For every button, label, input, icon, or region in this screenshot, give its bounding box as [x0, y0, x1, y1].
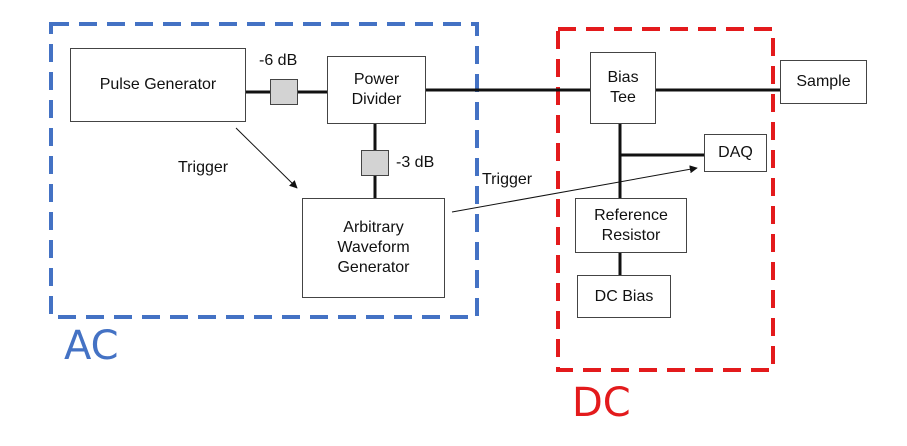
pulse-generator-block: Pulse Generator	[70, 48, 246, 122]
dc-region-border	[556, 27, 775, 372]
trigger-arrow-1	[235, 127, 298, 189]
attenuator-6db-label: -6 dB	[259, 52, 298, 69]
attenuator-3db-label: -3 dB	[396, 154, 435, 171]
power-divider-block: Power Divider	[327, 56, 426, 124]
attenuator-6db	[270, 79, 298, 105]
trigger-arrow-2	[451, 165, 698, 213]
trigger-label-2: Trigger	[482, 171, 533, 188]
bias-tee-block: Bias Tee	[590, 52, 656, 124]
ac-region-border	[49, 22, 479, 319]
dc-bias-block: DC Bias	[577, 275, 671, 318]
awg-block: Arbitrary Waveform Generator	[302, 198, 445, 298]
reference-resistor-block: Reference Resistor	[575, 198, 687, 253]
attenuator-3db	[361, 150, 389, 176]
ac-region-label: AC	[64, 323, 119, 369]
sample-block: Sample	[780, 60, 867, 104]
trigger-label-1: Trigger	[178, 159, 229, 176]
dc-region-label: DC	[572, 380, 631, 426]
daq-block: DAQ	[704, 134, 767, 172]
